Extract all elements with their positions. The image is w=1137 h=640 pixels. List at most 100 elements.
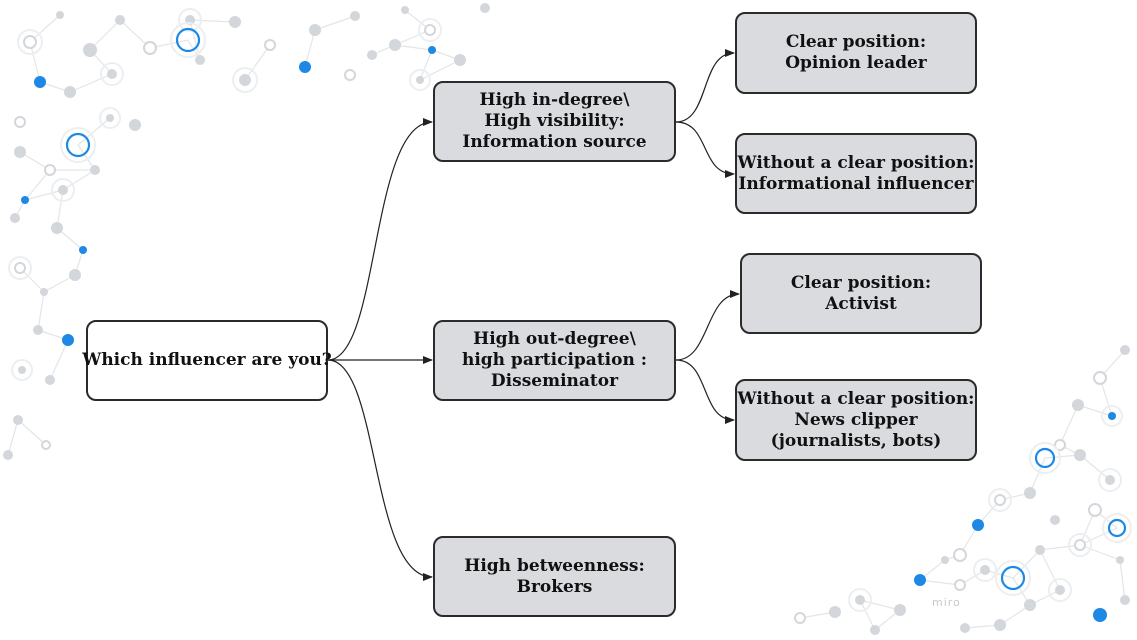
network-node bbox=[58, 185, 68, 195]
betweenness-node: High betweenness: Brokers bbox=[433, 536, 676, 617]
network-node bbox=[1034, 447, 1056, 469]
edge-out-degree-to-news-clipper bbox=[675, 359, 735, 424]
node-line: Activist bbox=[825, 293, 897, 314]
network-link bbox=[394, 29, 431, 46]
network-node bbox=[69, 269, 81, 281]
network-link bbox=[77, 117, 111, 146]
node-line: Clear position: bbox=[790, 272, 932, 293]
network-link bbox=[1059, 404, 1079, 446]
network-node bbox=[14, 116, 26, 128]
network-node bbox=[1000, 565, 1026, 591]
network-node bbox=[994, 494, 1006, 506]
network-node bbox=[480, 3, 490, 13]
network-node bbox=[195, 55, 205, 65]
network-link bbox=[89, 19, 121, 51]
node-line: High betweenness: bbox=[464, 555, 645, 576]
network-node bbox=[79, 246, 87, 254]
network-link bbox=[1029, 457, 1046, 494]
network-node bbox=[401, 6, 409, 14]
network-node bbox=[1093, 608, 1107, 622]
network-link bbox=[1079, 544, 1121, 561]
network-node bbox=[1024, 599, 1036, 611]
network-link bbox=[419, 59, 461, 81]
network-node-halo bbox=[100, 62, 124, 86]
edge-in-degree-to-opinion-leader bbox=[675, 49, 735, 123]
network-node bbox=[23, 35, 37, 49]
network-node bbox=[229, 16, 241, 28]
network-node-halo bbox=[1029, 442, 1061, 474]
network-link bbox=[37, 291, 45, 331]
network-node-halo bbox=[1102, 513, 1132, 543]
network-link bbox=[24, 169, 51, 201]
network-node bbox=[62, 334, 74, 346]
node-line: News clipper bbox=[794, 409, 918, 430]
network-node bbox=[367, 50, 377, 60]
network-node bbox=[18, 366, 26, 374]
opinion-leader-node: Clear position: Opinion leader bbox=[735, 12, 977, 94]
network-link bbox=[1079, 454, 1111, 481]
network-link bbox=[189, 19, 236, 23]
network-link bbox=[394, 44, 433, 51]
network-node bbox=[299, 61, 311, 73]
network-link bbox=[1079, 527, 1118, 546]
network-node bbox=[264, 39, 276, 51]
network-node bbox=[870, 625, 880, 635]
network-node bbox=[953, 548, 967, 562]
network-node bbox=[143, 41, 157, 55]
network-link bbox=[999, 604, 1031, 626]
network-link bbox=[1039, 544, 1081, 551]
network-node bbox=[1108, 412, 1116, 420]
network-node bbox=[51, 222, 63, 234]
network-node bbox=[56, 11, 64, 19]
network-node-halo bbox=[973, 558, 997, 582]
miro-watermark: miro bbox=[932, 596, 961, 609]
network-link bbox=[314, 15, 356, 31]
network-node bbox=[64, 86, 76, 98]
network-node bbox=[855, 595, 865, 605]
network-link bbox=[62, 169, 96, 191]
network-node bbox=[65, 132, 91, 158]
node-line: Informational influencer bbox=[738, 173, 974, 194]
network-node bbox=[794, 612, 806, 624]
activist-node: Clear position: Activist bbox=[740, 253, 982, 334]
network-node bbox=[829, 606, 841, 618]
network-node bbox=[980, 565, 990, 575]
node-line: Without a clear position: bbox=[737, 152, 975, 173]
network-link bbox=[244, 44, 271, 81]
network-node-halo bbox=[60, 127, 96, 163]
network-link bbox=[1039, 549, 1061, 591]
network-node-halo bbox=[418, 18, 442, 42]
network-node bbox=[1035, 545, 1045, 555]
network-node bbox=[309, 24, 321, 36]
network-node bbox=[41, 440, 51, 450]
network-link bbox=[304, 29, 316, 68]
node-line: Information source bbox=[462, 132, 647, 152]
network-node bbox=[239, 74, 251, 86]
network-node bbox=[416, 76, 424, 84]
network-node-halo bbox=[848, 588, 872, 612]
network-node bbox=[428, 46, 436, 54]
network-node bbox=[40, 288, 48, 296]
network-background-decoration bbox=[3, 3, 1132, 635]
network-node-halo bbox=[170, 22, 206, 58]
network-link bbox=[919, 579, 961, 586]
network-node bbox=[972, 519, 984, 531]
network-node-halo bbox=[8, 256, 32, 280]
network-node bbox=[1116, 556, 1124, 564]
network-node bbox=[3, 450, 13, 460]
network-node bbox=[13, 415, 23, 425]
network-node bbox=[34, 76, 46, 88]
network-link bbox=[17, 419, 47, 446]
edge-in-degree-to-informational-influencer bbox=[675, 121, 735, 178]
node-line: High in-degree\ bbox=[479, 90, 630, 110]
network-node bbox=[954, 579, 966, 591]
out-degree-node: High out-degree\ high participation : Di… bbox=[433, 320, 676, 401]
network-node-halo bbox=[51, 178, 75, 202]
network-node-halo bbox=[99, 107, 121, 129]
edge-root-to-betweenness bbox=[327, 359, 433, 581]
node-line: Clear position: bbox=[785, 32, 927, 52]
network-node bbox=[14, 262, 26, 274]
network-node bbox=[33, 325, 43, 335]
network-node bbox=[1050, 515, 1060, 525]
